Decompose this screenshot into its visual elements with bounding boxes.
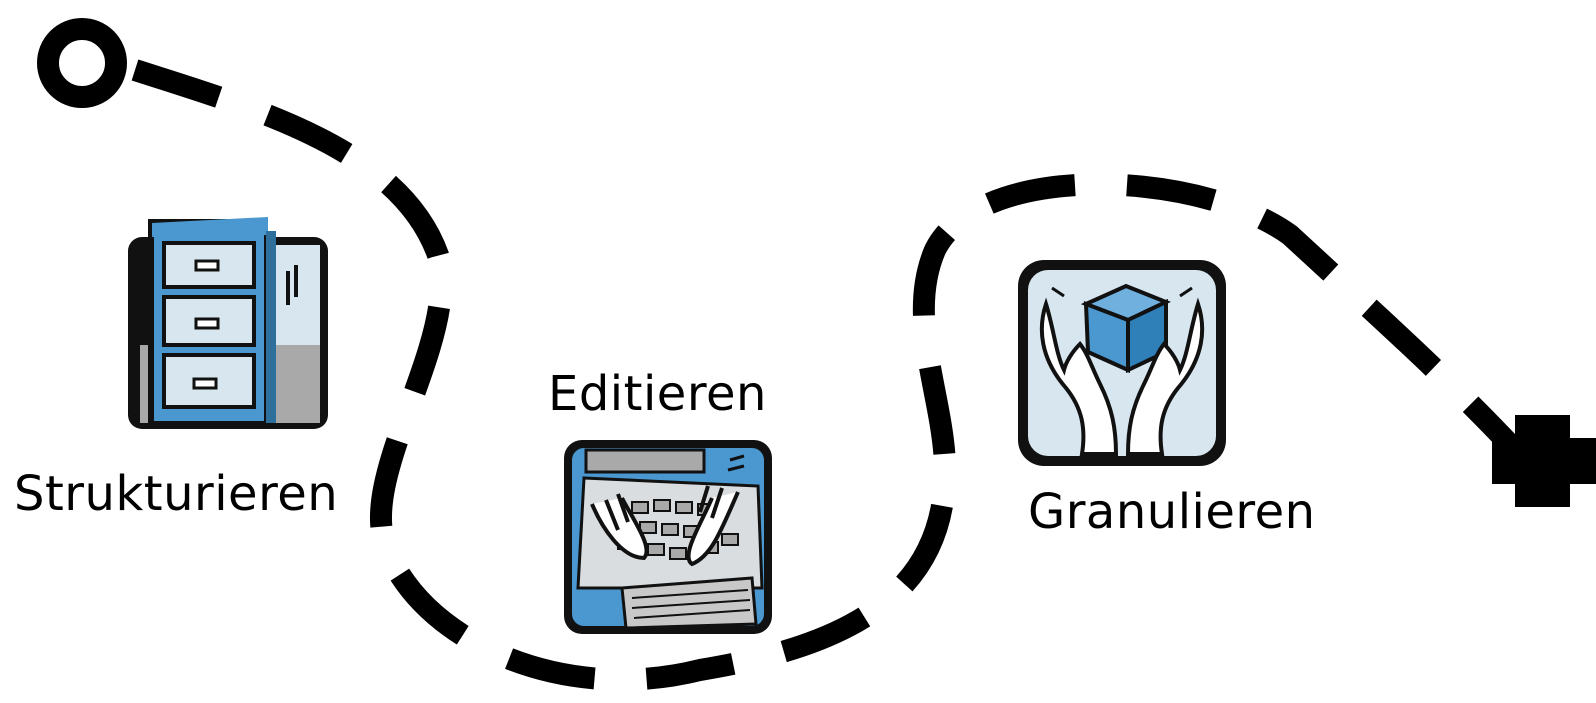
filing-cabinet-icon — [128, 217, 328, 429]
typing-hands-keyboard-icon — [564, 440, 772, 634]
end-plus-marker — [1492, 415, 1596, 507]
start-circle-marker — [37, 18, 127, 108]
step-label-granulieren: Granulieren — [1028, 484, 1316, 540]
hands-holding-cube-icon — [1018, 260, 1226, 466]
step-label-strukturieren: Strukturieren — [14, 466, 339, 522]
step-label-editieren: Editieren — [548, 366, 767, 422]
dashed-route-line — [131, 59, 1524, 691]
